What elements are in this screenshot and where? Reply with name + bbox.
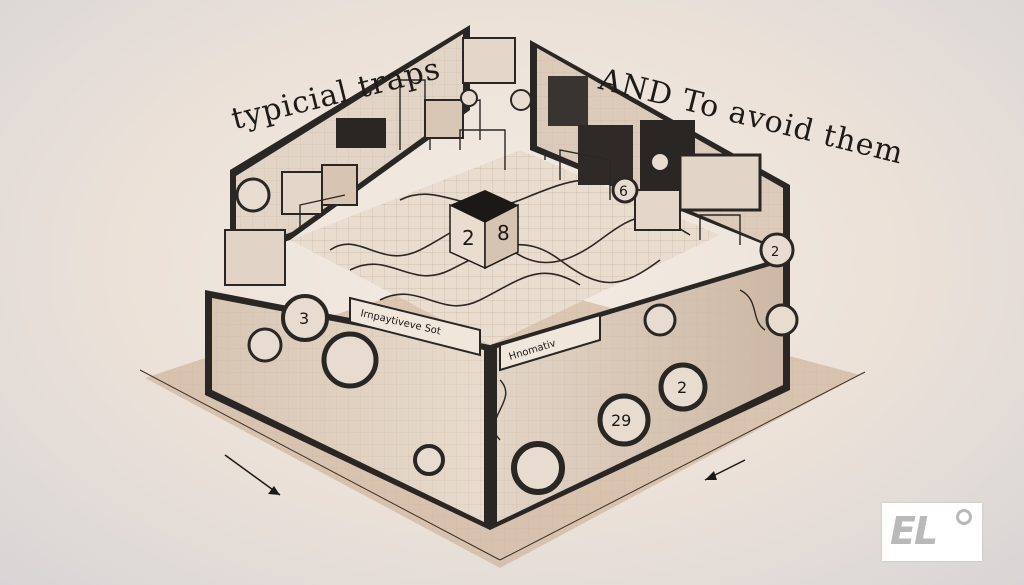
center-cube <box>449 190 519 270</box>
cube-number-right: 8 <box>497 221 510 245</box>
cube-number-left: 2 <box>462 226 475 250</box>
label-plates <box>349 296 601 372</box>
dial-value-1: 3 <box>299 309 309 328</box>
wires <box>299 79 766 441</box>
dial-value-3: 29 <box>611 411 631 430</box>
dial-value-2: 2 <box>677 378 687 397</box>
small-cubes <box>224 37 762 286</box>
dial-value-5: 2 <box>771 245 779 260</box>
dials <box>235 89 799 495</box>
logo-dot-icon <box>956 509 972 525</box>
brand-logo: EL <box>882 503 982 561</box>
logo-text: EL <box>890 509 938 553</box>
dial-value-4: 6 <box>619 184 628 200</box>
